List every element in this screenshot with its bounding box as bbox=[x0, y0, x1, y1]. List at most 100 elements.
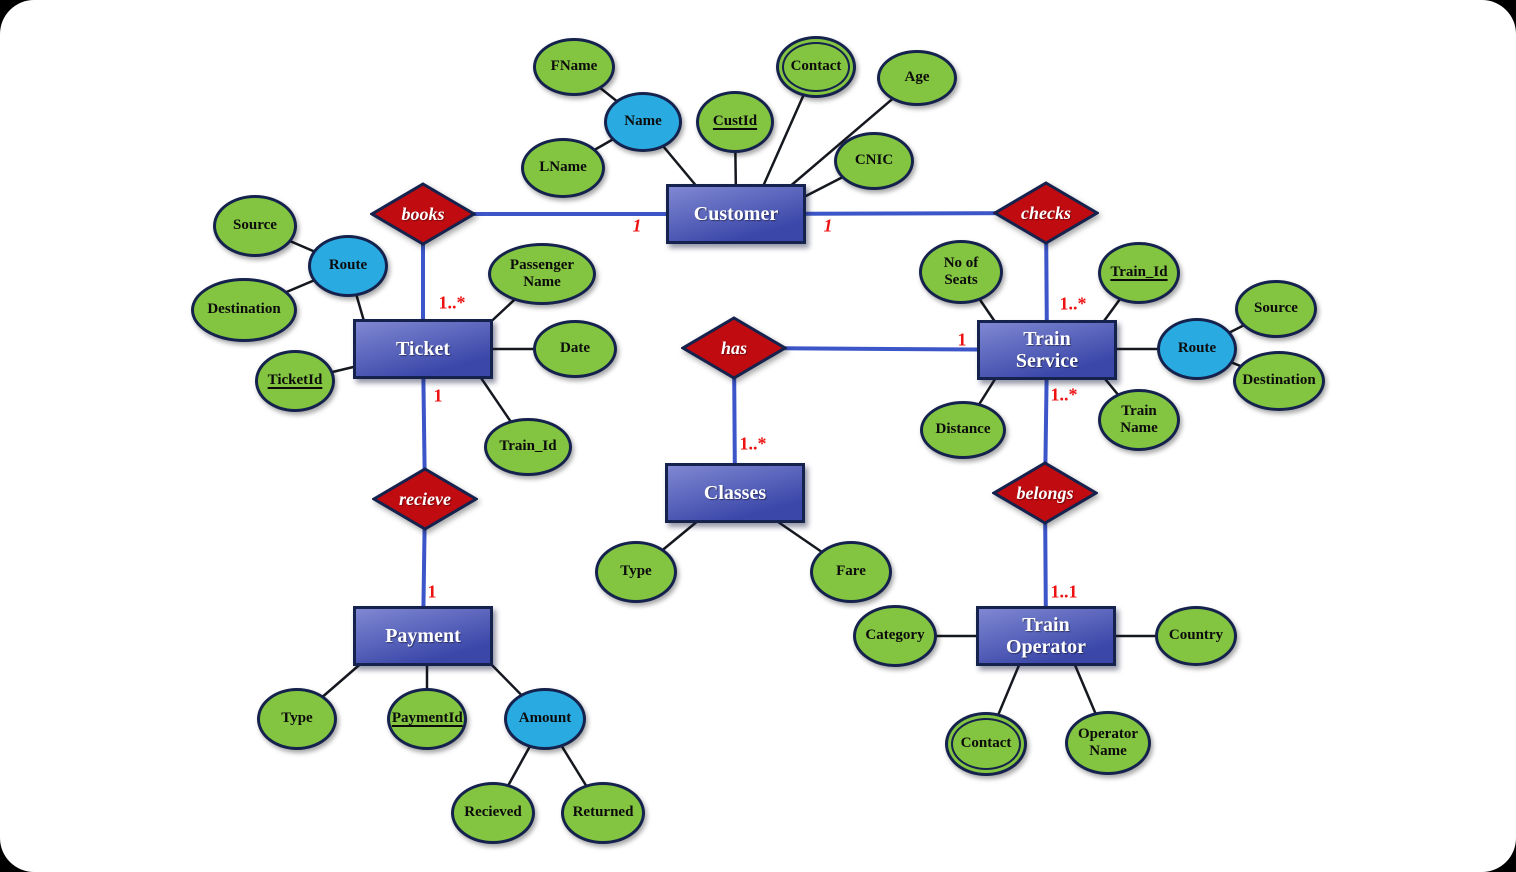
diamond-shape bbox=[372, 467, 478, 531]
attribute-customer-cnic: CNIC bbox=[834, 132, 914, 190]
entity-train-service: Train Service bbox=[977, 320, 1117, 380]
attribute-payment-recieved-label: Recieved bbox=[464, 804, 522, 821]
cardinality-has-train-service: 1 bbox=[957, 329, 967, 350]
entity-customer: Customer bbox=[666, 184, 806, 244]
diamond-shape bbox=[681, 316, 787, 380]
attribute-train-service-train-name: Train Name bbox=[1098, 389, 1180, 451]
attribute-customer-lname: LName bbox=[521, 138, 605, 198]
attribute-payment-paymentid-label: PaymentId bbox=[391, 710, 463, 727]
attribute-classes-fare: Fare bbox=[810, 541, 892, 603]
entity-train-operator: Train Operator bbox=[976, 606, 1116, 666]
cardinality-books-customer: 1 bbox=[632, 215, 642, 236]
attribute-train-service-no-of-seats-label: No of Seats bbox=[943, 254, 979, 288]
attribute-classes-fare-label: Fare bbox=[836, 563, 866, 580]
attribute-customer-cnic-label: CNIC bbox=[854, 152, 894, 169]
attribute-payment-returned-label: Returned bbox=[572, 804, 634, 821]
attribute-customer-fname: FName bbox=[533, 38, 615, 96]
attribute-ticket-passenger-name-label: Passenger Name bbox=[509, 256, 575, 290]
relationship-recieve: recieve bbox=[372, 467, 478, 531]
attribute-customer-lname-label: LName bbox=[539, 159, 587, 176]
attribute-train-service-train-id: Train_Id bbox=[1098, 242, 1180, 304]
entity-ticket-label: Ticket bbox=[395, 337, 451, 360]
attribute-payment-type-label: Type bbox=[281, 710, 313, 727]
cardinality-checks-train-service: 1..* bbox=[1059, 293, 1087, 314]
attribute-train-service-destination-label: Destination bbox=[1242, 372, 1316, 389]
attribute-customer-age-label: Age bbox=[904, 69, 930, 86]
attribute-customer-custid-label: CustId bbox=[712, 113, 758, 130]
attribute-train-operator-operator-name-label: Operator Name bbox=[1078, 725, 1138, 759]
attribute-classes-type-label: Type bbox=[620, 563, 652, 580]
entity-train-service-label: Train Service bbox=[1015, 327, 1079, 372]
attribute-train-service-train-name-label: Train Name bbox=[1120, 402, 1158, 436]
attribute-customer-name-label: Name bbox=[624, 113, 662, 130]
attribute-customer-name: Name bbox=[604, 92, 682, 152]
relationship-has: has bbox=[681, 316, 787, 380]
attribute-train-service-route: Route bbox=[1157, 318, 1237, 380]
attribute-ticket-ticketid-label: TicketId bbox=[267, 372, 323, 389]
attribute-train-operator-country: Country bbox=[1155, 606, 1237, 666]
attribute-customer-age: Age bbox=[877, 50, 957, 106]
attribute-ticket-train-id: Train_Id bbox=[484, 418, 572, 476]
attribute-train-service-train-id-label: Train_Id bbox=[1110, 264, 1168, 281]
attribute-train-operator-category-label: Category bbox=[865, 627, 925, 644]
relationship-books-label: books bbox=[401, 203, 445, 224]
attribute-payment-returned: Returned bbox=[561, 782, 645, 844]
attribute-train-service-no-of-seats: No of Seats bbox=[919, 240, 1003, 304]
attribute-ticket-route: Route bbox=[308, 235, 388, 297]
attribute-train-operator-operator-name: Operator Name bbox=[1065, 711, 1151, 775]
attribute-ticket-route-label: Route bbox=[328, 257, 368, 274]
attribute-classes-type: Type bbox=[595, 541, 677, 603]
cardinality-checks-customer: 1 bbox=[823, 215, 833, 236]
cardinality-books-ticket: 1..* bbox=[438, 292, 466, 313]
attribute-ticket-passenger-name: Passenger Name bbox=[488, 243, 596, 305]
attribute-train-service-distance: Distance bbox=[920, 401, 1006, 459]
relationship-belongs-label: belongs bbox=[1016, 482, 1074, 503]
relationship-recieve-label: recieve bbox=[399, 488, 451, 509]
entity-payment: Payment bbox=[353, 606, 493, 666]
relationship-has-label: has bbox=[720, 337, 747, 358]
relationship-belongs: belongs bbox=[992, 461, 1098, 525]
entity-customer-label: Customer bbox=[693, 202, 779, 225]
attribute-train-operator-contact-label: Contact bbox=[960, 735, 1012, 752]
cardinality-recieve-ticket: 1 bbox=[433, 385, 443, 406]
entity-classes: Classes bbox=[665, 463, 805, 523]
attribute-ticket-destination: Destination bbox=[191, 278, 297, 342]
relationship-checks-label: checks bbox=[1021, 202, 1071, 223]
attribute-ticket-date: Date bbox=[533, 320, 617, 378]
attribute-ticket-source: Source bbox=[213, 195, 297, 257]
attribute-train-service-destination: Destination bbox=[1233, 351, 1325, 411]
attribute-ticket-train-id-label: Train_Id bbox=[499, 438, 557, 455]
attribute-customer-contact: Contact bbox=[776, 36, 856, 98]
attribute-train-service-route-label: Route bbox=[1177, 340, 1217, 357]
attribute-train-service-distance-label: Distance bbox=[935, 421, 991, 438]
attribute-train-operator-country-label: Country bbox=[1168, 627, 1224, 644]
cardinality-has-classes: 1..* bbox=[739, 433, 767, 454]
cardinality-belongs-train-operator: 1..1 bbox=[1050, 581, 1078, 602]
attribute-payment-amount: Amount bbox=[504, 688, 586, 750]
attribute-ticket-date-label: Date bbox=[560, 340, 590, 357]
relationship-checks: checks bbox=[993, 181, 1099, 245]
relationship-books: books bbox=[370, 182, 476, 246]
entity-train-operator-label: Train Operator bbox=[1006, 613, 1086, 658]
attribute-ticket-destination-label: Destination bbox=[207, 301, 281, 318]
attribute-ticket-ticketid: TicketId bbox=[255, 350, 335, 412]
attribute-customer-fname-label: FName bbox=[550, 58, 598, 75]
attribute-train-operator-contact: Contact bbox=[945, 712, 1027, 776]
attribute-payment-recieved: Recieved bbox=[451, 782, 535, 844]
diamond-shape bbox=[370, 182, 476, 246]
attribute-train-service-source-label: Source bbox=[1254, 300, 1298, 317]
attribute-payment-paymentid: PaymentId bbox=[387, 688, 467, 750]
diamond-shape bbox=[993, 181, 1099, 245]
entity-payment-label: Payment bbox=[385, 624, 461, 647]
cardinality-recieve-payment: 1 bbox=[427, 581, 437, 602]
attribute-train-service-source: Source bbox=[1235, 280, 1317, 338]
diamond-shape bbox=[992, 461, 1098, 525]
attribute-customer-contact-label: Contact bbox=[790, 58, 842, 75]
attribute-ticket-source-label: Source bbox=[233, 217, 277, 234]
cardinality-belongs-train-service: 1..* bbox=[1050, 384, 1078, 405]
entity-ticket: Ticket bbox=[353, 319, 493, 379]
attribute-payment-type: Type bbox=[257, 688, 337, 750]
attribute-train-operator-category: Category bbox=[853, 605, 937, 667]
attribute-customer-custid: CustId bbox=[696, 91, 774, 153]
